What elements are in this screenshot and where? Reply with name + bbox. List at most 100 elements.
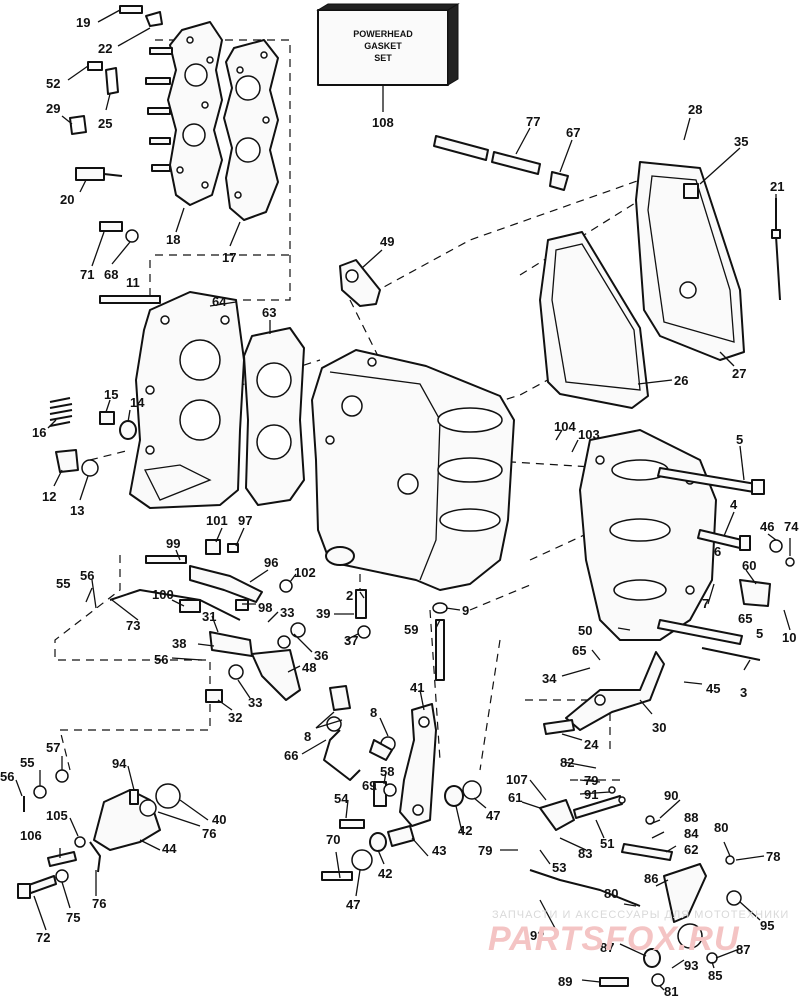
callout-100: 100 bbox=[152, 587, 174, 602]
callout-39: 39 bbox=[316, 606, 330, 621]
callout-74: 74 bbox=[784, 519, 799, 534]
callout-72: 72 bbox=[36, 930, 50, 945]
callout-69: 69 bbox=[362, 778, 376, 793]
callout-76-lower: 76 bbox=[92, 896, 106, 911]
callout-103: 103 bbox=[578, 427, 600, 442]
callout-4: 4 bbox=[730, 497, 738, 512]
callout-42-upper: 42 bbox=[458, 823, 472, 838]
callout-48: 48 bbox=[302, 660, 316, 675]
callout-52: 52 bbox=[46, 76, 60, 91]
callout-26: 26 bbox=[674, 373, 688, 388]
callout-5-bottom: 5 bbox=[756, 626, 763, 641]
callout-34: 34 bbox=[542, 671, 557, 686]
callout-36: 36 bbox=[314, 648, 328, 663]
right-bolts bbox=[657, 467, 795, 661]
callout-47-lower: 47 bbox=[346, 897, 360, 912]
callout-31: 31 bbox=[202, 609, 216, 624]
callout-70: 70 bbox=[326, 832, 340, 847]
callout-40: 40 bbox=[212, 812, 226, 827]
callout-6: 6 bbox=[714, 544, 721, 559]
callout-30: 30 bbox=[652, 720, 666, 735]
callout-77: 77 bbox=[526, 114, 540, 129]
callout-8-left: 8 bbox=[304, 729, 311, 744]
callout-38: 38 bbox=[172, 636, 186, 651]
callout-62: 62 bbox=[684, 842, 698, 857]
callout-60: 60 bbox=[742, 558, 756, 573]
watermark-brand: PARTSFOX.RU bbox=[488, 920, 740, 958]
callout-87-left: 87 bbox=[600, 940, 614, 955]
callout-101: 101 bbox=[206, 513, 228, 528]
callout-80-right: 80 bbox=[714, 820, 728, 835]
callout-labels: 19 22 52 29 25 20 18 17 71 68 11 64 63 1… bbox=[0, 15, 799, 999]
callout-81: 81 bbox=[664, 984, 678, 999]
callout-44: 44 bbox=[162, 841, 177, 856]
gasket-set-line1: POWERHEAD bbox=[353, 29, 413, 39]
exhaust-gasket bbox=[243, 327, 305, 506]
callout-65-center: 65 bbox=[572, 643, 586, 658]
callout-3: 3 bbox=[740, 685, 747, 700]
callout-56-upper: 56 bbox=[80, 568, 94, 583]
callout-71: 71 bbox=[80, 267, 94, 282]
throttle-lever bbox=[543, 651, 665, 735]
cylinder-head-cover bbox=[145, 21, 223, 206]
callout-20: 20 bbox=[60, 192, 74, 207]
callout-78: 78 bbox=[766, 849, 780, 864]
callout-13: 13 bbox=[70, 503, 84, 518]
callout-22: 22 bbox=[98, 41, 112, 56]
cylinder-head-gasket bbox=[223, 39, 279, 221]
throttle-linkage bbox=[109, 539, 448, 703]
breather-line bbox=[771, 198, 781, 301]
callout-95: 95 bbox=[760, 918, 774, 933]
callout-94: 94 bbox=[112, 756, 127, 771]
callout-50: 50 bbox=[578, 623, 592, 638]
callout-91: 91 bbox=[584, 787, 598, 802]
callout-87-right: 87 bbox=[736, 942, 750, 957]
callout-33-upper: 33 bbox=[280, 605, 294, 620]
choke-parts bbox=[323, 685, 396, 781]
callout-32: 32 bbox=[228, 710, 242, 725]
callout-56-lower: 56 bbox=[0, 769, 14, 784]
callout-63: 63 bbox=[262, 305, 276, 320]
callout-33-lower: 33 bbox=[248, 695, 262, 710]
callout-55-lower: 55 bbox=[20, 755, 34, 770]
cylinder-block bbox=[311, 349, 515, 591]
callout-47-upper: 47 bbox=[486, 808, 500, 823]
callout-7: 7 bbox=[702, 596, 709, 611]
callout-54: 54 bbox=[334, 791, 349, 806]
gasket-set-line3: SET bbox=[374, 53, 392, 63]
callout-9: 9 bbox=[462, 603, 469, 618]
callout-64: 64 bbox=[212, 294, 227, 309]
intake-gasket bbox=[539, 231, 649, 409]
callout-37: 37 bbox=[344, 633, 358, 648]
callout-21: 21 bbox=[770, 179, 784, 194]
intake-cover bbox=[635, 161, 745, 361]
watermark-caption: ЗАПЧАСТИ И АКСЕССУАРЫ ДЛЯ МОТОТЕХНИКИ bbox=[492, 909, 789, 921]
callout-90: 90 bbox=[664, 788, 678, 803]
callout-11: 11 bbox=[126, 275, 140, 290]
callout-14: 14 bbox=[130, 395, 145, 410]
callout-35: 35 bbox=[734, 134, 748, 149]
callout-17: 17 bbox=[222, 250, 236, 265]
exhaust-cover bbox=[129, 291, 245, 509]
callout-5-top: 5 bbox=[736, 432, 743, 447]
callout-86: 86 bbox=[644, 871, 658, 886]
callout-79-bottom: 79 bbox=[478, 843, 492, 858]
callout-12: 12 bbox=[42, 489, 56, 504]
callout-15: 15 bbox=[104, 387, 118, 402]
callout-28: 28 bbox=[688, 102, 702, 117]
watermark: ЗАПЧАСТИ И АКСЕССУАРЫ ДЛЯ МОТОТЕХНИКИ PA… bbox=[488, 909, 789, 958]
gasket-set-box: POWERHEAD GASKET SET bbox=[316, 3, 460, 112]
callout-58: 58 bbox=[380, 764, 394, 779]
callout-82: 82 bbox=[560, 755, 574, 770]
callout-68: 68 bbox=[104, 267, 118, 282]
callout-107: 107 bbox=[506, 772, 528, 787]
callout-41: 41 bbox=[410, 680, 424, 695]
callout-18: 18 bbox=[166, 232, 180, 247]
callout-16: 16 bbox=[32, 425, 46, 440]
lower-left-bracket bbox=[17, 769, 181, 899]
callout-43: 43 bbox=[432, 843, 446, 858]
callout-10: 10 bbox=[782, 630, 796, 645]
callout-85: 85 bbox=[708, 968, 722, 983]
callout-96: 96 bbox=[264, 555, 278, 570]
callout-55-upper: 55 bbox=[56, 576, 70, 591]
